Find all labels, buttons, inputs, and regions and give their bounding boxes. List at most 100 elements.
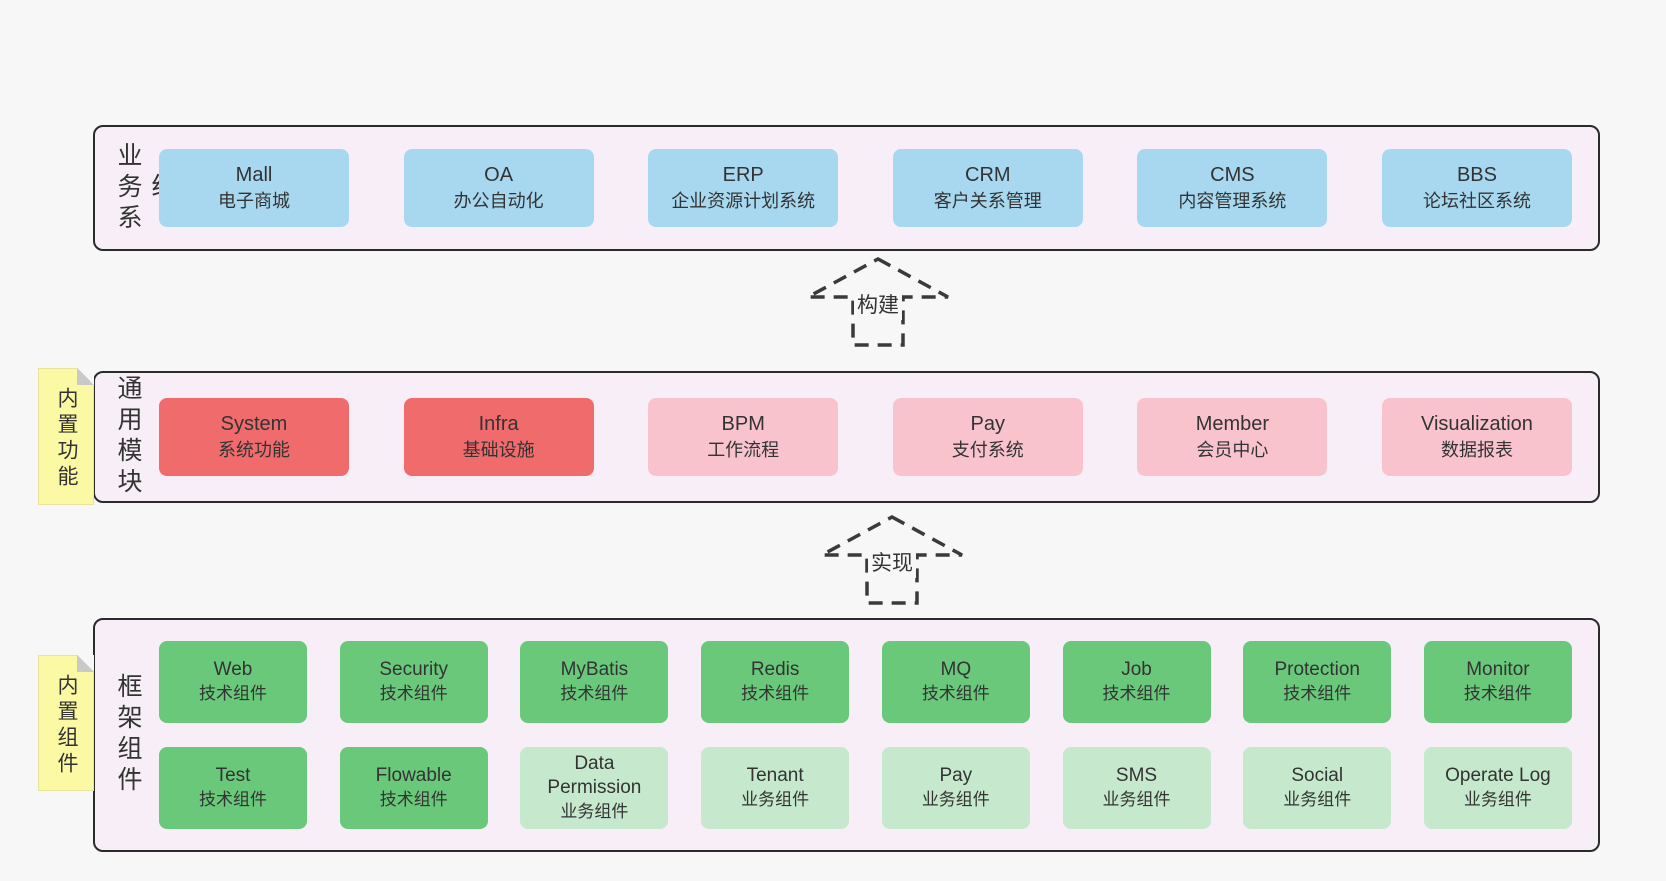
module-box-title: Visualization: [1421, 413, 1533, 435]
module-box-title: OA: [484, 164, 514, 186]
sticky-tag-text: 内置组件: [55, 674, 78, 778]
up-arrow-icon: [821, 515, 963, 605]
module-box-title: Pay: [970, 413, 1006, 435]
module-box-subtitle: 客户关系管理: [933, 191, 1042, 211]
module-box-subtitle: 系统功能: [218, 440, 290, 460]
module-box-web: Web 技术组件: [159, 641, 307, 723]
module-box-title: Job: [1121, 659, 1152, 680]
folded-corner-icon: [77, 368, 94, 385]
module-box-visualization: Visualization 数据报表: [1381, 398, 1572, 476]
module-box-flowable: Flowable 技术组件: [339, 747, 488, 829]
arrow-label-build: 构建: [854, 288, 902, 320]
module-box-security: Security 技术组件: [339, 641, 488, 723]
module-box-subtitle: 技术组件: [379, 684, 448, 703]
module-box-oa: OA 办公自动化: [403, 149, 594, 227]
module-box-redis: Redis 技术组件: [701, 641, 850, 723]
module-box-title: Data Permission: [547, 753, 642, 798]
module-box-subtitle: 论坛社区系统: [1422, 191, 1531, 211]
module-box-title: Social: [1291, 765, 1344, 786]
module-box-title: BBS: [1456, 164, 1497, 186]
band-label-business-systems: 业务系统: [114, 141, 176, 235]
module-box-title: Monitor: [1466, 659, 1530, 680]
module-box-title: Web: [213, 659, 253, 680]
folded-corner-icon: [77, 655, 94, 672]
module-box-subtitle: 办公自动化: [453, 191, 544, 211]
module-box-pay: Pay 支付系统: [892, 398, 1083, 476]
module-box-title: Pay: [939, 765, 973, 786]
module-box-title: Tenant: [746, 765, 804, 786]
module-box-subtitle: 技术组件: [379, 790, 448, 809]
module-box-test: Test 技术组件: [159, 747, 307, 829]
module-box-member: Member 会员中心: [1137, 398, 1328, 476]
module-box-title: SMS: [1115, 765, 1158, 786]
module-box-subtitle: 技术组件: [1463, 684, 1532, 703]
module-box-mq: MQ 技术组件: [881, 641, 1030, 723]
module-box-subtitle: 数据报表: [1440, 440, 1513, 460]
band-label-framework-components: 框架组件: [114, 673, 142, 797]
sticky-tag-built-in-functions: 内置功能: [38, 368, 94, 505]
module-box-mall: Mall 电子商城: [159, 149, 349, 227]
module-box-subtitle: 业务组件: [741, 790, 810, 809]
dashed-up-arrow-build: 构建: [803, 256, 953, 348]
module-box-title: Test: [215, 765, 251, 786]
module-box-subtitle: 业务组件: [1102, 790, 1171, 809]
module-box-title: ERP: [722, 164, 764, 186]
module-box-subtitle: 内容管理系统: [1178, 191, 1287, 211]
module-box-subtitle: 技术组件: [741, 684, 810, 703]
module-box-subtitle: 技术组件: [921, 684, 990, 703]
module-box-title: System: [220, 413, 288, 435]
module-box-tenant: Tenant 业务组件: [701, 747, 850, 829]
module-box-subtitle: 业务组件: [560, 802, 629, 821]
module-box-title: Redis: [750, 659, 800, 680]
module-box-subtitle: 业务组件: [1283, 790, 1352, 809]
module-box-data-permission: Data Permission 业务组件: [520, 747, 669, 829]
module-box-system: System 系统功能: [159, 398, 349, 476]
module-box-subtitle: 技术组件: [1283, 684, 1352, 703]
module-box-monitor: Monitor 技术组件: [1423, 641, 1572, 723]
band-label-common-modules: 通用模块: [114, 375, 142, 499]
module-box-sms: SMS 业务组件: [1062, 747, 1211, 829]
module-box-subtitle: 电子商城: [218, 191, 290, 211]
sticky-tag-text: 内置功能: [55, 387, 78, 491]
module-box-title: MQ: [940, 659, 972, 680]
module-box-title: Flowable: [375, 765, 452, 786]
module-box-title: Protection: [1274, 659, 1360, 680]
module-box-title: Security: [379, 659, 449, 680]
sticky-tag-built-in-components: 内置组件: [38, 655, 94, 791]
module-box-title: Mall: [235, 164, 273, 186]
module-box-job: Job 技术组件: [1062, 641, 1211, 723]
module-box-erp: ERP 企业资源计划系统: [648, 149, 839, 227]
up-arrow-icon: [807, 257, 949, 347]
module-box-subtitle: 工作流程: [707, 440, 780, 460]
module-box-title: CRM: [965, 164, 1011, 186]
dashed-up-arrow-implement: 实现: [817, 514, 967, 606]
module-box-subtitle: 企业资源计划系统: [671, 191, 816, 211]
module-box-subtitle: 技术组件: [199, 684, 267, 703]
module-box-subtitle: 支付系统: [951, 440, 1024, 460]
module-box-subtitle: 会员中心: [1196, 440, 1269, 460]
module-box-subtitle: 技术组件: [199, 790, 267, 809]
module-box-subtitle: 基础设施: [462, 440, 535, 460]
module-box-bbs: BBS 论坛社区系统: [1381, 149, 1572, 227]
module-box-social: Social 业务组件: [1243, 747, 1392, 829]
band-business-systems: 业务系统 Mall 电子商城 OA 办公自动化 ERP 企业资源计划系统 CRM 客户关系管理…: [93, 125, 1600, 251]
module-box-subtitle: 技术组件: [1102, 684, 1171, 703]
module-box-title: Member: [1195, 413, 1270, 435]
module-box-subtitle: 业务组件: [1463, 790, 1532, 809]
module-box-crm: CRM 客户关系管理: [892, 149, 1083, 227]
module-box-title: MyBatis: [560, 659, 629, 680]
arrow-label-implement: 实现: [868, 546, 916, 578]
